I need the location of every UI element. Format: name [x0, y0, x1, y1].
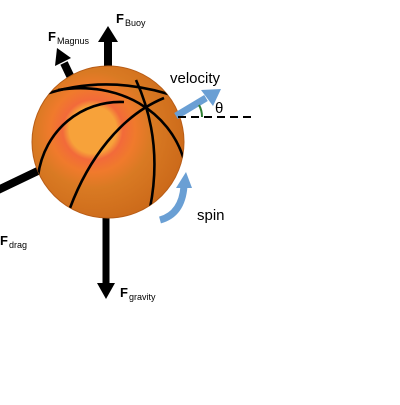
drag-force-label: Fdrag: [0, 233, 27, 250]
gravity-force-arrow: [97, 210, 115, 299]
angle-arc: [198, 104, 204, 118]
magnus-force-label: FMagnus: [48, 29, 89, 46]
theta-label: θ: [215, 100, 224, 117]
spin-label: spin: [197, 207, 225, 224]
velocity-label: velocity: [170, 70, 221, 87]
basketball: [31, 65, 185, 219]
spin-arrow: [158, 172, 192, 224]
buoyancy-force-label: FBuoy: [116, 11, 146, 28]
drag-force-arrow: [0, 164, 46, 194]
ball-seams: [36, 79, 184, 209]
velocity-arrow: [174, 89, 221, 120]
gravity-force-label: Fgravity: [120, 285, 156, 302]
